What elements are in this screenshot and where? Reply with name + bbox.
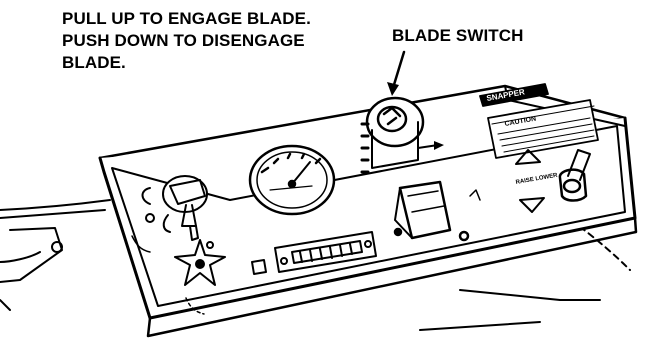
caution-decal: SNAPPER CAUTION [479,83,599,159]
blade-switch-icon [360,96,444,174]
instruction-line-2: PUSH DOWN TO DISENGAGE [62,31,305,50]
choke-icon [174,239,226,286]
instruction-line-1: PULL UP TO ENGAGE BLADE. [62,9,311,28]
blade-engage-instruction: PULL UP TO ENGAGE BLADE. PUSH DOWN TO DI… [62,8,311,74]
hour-meter-icon [251,231,377,275]
instruction-line-3: BLADE. [62,53,126,72]
blade-switch-callout: BLADE SWITCH [392,26,524,45]
gauge-icon [248,144,336,216]
lift-switch-icon [558,149,591,202]
throttle-lever-icon [393,180,470,242]
callout-arrow-icon [387,50,406,96]
ignition-key-icon [141,175,214,249]
panel-detail-lines [131,189,481,315]
